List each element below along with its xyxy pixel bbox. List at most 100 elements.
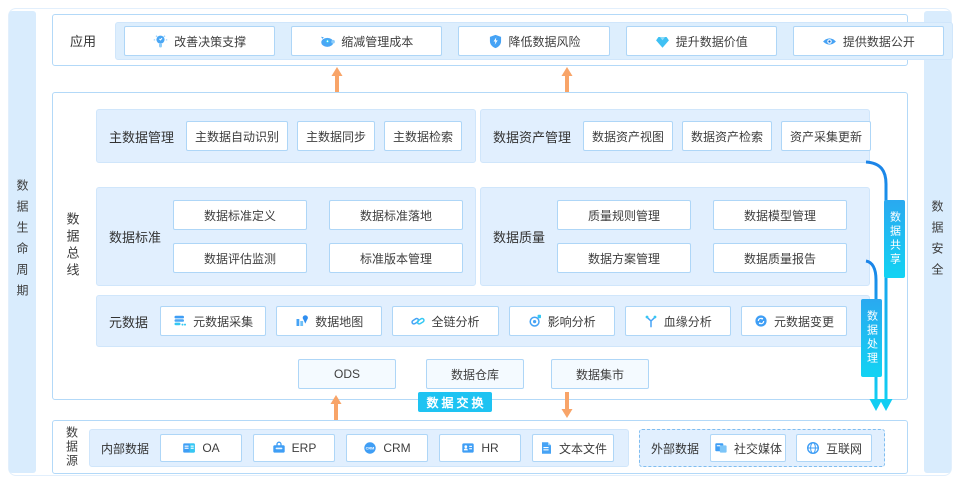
external-data-label: 外部数据 [651, 441, 700, 456]
source-item-label: CRM [383, 441, 411, 455]
metadata-item-change[interactable]: 元数据变更 [740, 306, 848, 336]
data-process-tag: 数据处理 [861, 299, 882, 377]
source-item-crm[interactable]: CRM CRM [346, 434, 429, 462]
data-quality-item[interactable]: 质量规则管理 [557, 200, 692, 230]
source-item-label: ERP [291, 441, 317, 455]
app-item-reduce-cost[interactable]: 缩减管理成本 [291, 26, 443, 56]
app-item-lower-risk[interactable]: 降低数据风险 [458, 26, 610, 56]
eye-icon [822, 37, 836, 45]
data-quality-group-label: 数据质量 [493, 230, 546, 245]
external-data-group: 外部数据 社交媒体 互联网 [639, 429, 885, 467]
master-data-item[interactable]: 主数据检索 [384, 121, 463, 151]
data-asset-item[interactable]: 数据资产视图 [583, 121, 674, 151]
data-share-tag-label: 数据共享 [888, 211, 901, 267]
data-quality-group: 数据质量 质量规则管理 数据模型管理 数据方案管理 数据质量报告 [480, 187, 870, 286]
source-item-erp[interactable]: ERP [253, 434, 336, 462]
impact-target-icon [529, 314, 541, 327]
master-data-group: 主数据管理 主数据自动识别 主数据同步 主数据检索 [96, 109, 476, 163]
database-icon [174, 315, 187, 326]
chain-link-icon [411, 317, 426, 325]
data-bus-section: 数据总线 主数据管理 主数据自动识别 主数据同步 主数据检索 数据资产管理 数据… [52, 92, 908, 400]
data-source-label: 数据源 [64, 426, 79, 468]
data-standard-item[interactable]: 数据评估监测 [173, 243, 308, 273]
data-source-label-wrap: 数据源 [59, 421, 85, 473]
app-item-raise-value[interactable]: 提升数据价值 [625, 26, 777, 56]
app-item-label: 缩减管理成本 [341, 34, 414, 49]
data-asset-item[interactable]: 数据资产检索 [682, 121, 773, 151]
data-quality-grid: 质量规则管理 数据模型管理 数据方案管理 数据质量报告 [557, 200, 848, 273]
text-file-icon [542, 442, 551, 454]
source-item-label: 社交媒体 [734, 441, 783, 456]
oa-doc-icon [183, 443, 196, 453]
data-quality-item[interactable]: 数据模型管理 [713, 200, 848, 230]
metadata-item-map[interactable]: 数据地图 [276, 306, 383, 336]
data-bus-label: 数据总线 [64, 212, 80, 280]
data-standard-group-label: 数据标准 [109, 230, 162, 245]
app-item-open-data[interactable]: 提供数据公开 [792, 26, 945, 56]
data-standard-group: 数据标准 数据标准定义 数据标准落地 数据评估监测 标准版本管理 [96, 187, 476, 286]
metadata-item-chain[interactable]: 全链分析 [392, 306, 499, 336]
shield-icon [489, 34, 501, 48]
social-media-icon [715, 443, 727, 453]
data-source-section: 数据源 内部数据 OA ERP [52, 420, 908, 474]
left-rail-data-lifecycle: 数据生命周期 [9, 11, 36, 473]
globe-icon [806, 441, 820, 455]
data-standard-item[interactable]: 数据标准定义 [173, 200, 308, 230]
source-item-text-file[interactable]: 文本文件 [532, 434, 615, 462]
storage-ods[interactable]: ODS [298, 359, 396, 389]
right-rail-label: 数据安全 [930, 200, 944, 284]
source-item-label: OA [202, 441, 220, 455]
metadata-item-lineage[interactable]: 血缘分析 [624, 306, 731, 336]
data-process-tag-label: 数据处理 [865, 310, 878, 366]
lineage-branch-icon [645, 315, 657, 328]
application-section-label: 应用 [69, 33, 96, 49]
source-item-label: 文本文件 [559, 441, 608, 456]
metadata-group-label: 元数据 [109, 314, 149, 330]
metadata-item-label: 元数据变更 [773, 314, 834, 329]
app-item-label: 降低数据风险 [508, 34, 581, 49]
master-data-item[interactable]: 主数据自动识别 [186, 121, 289, 151]
metadata-group: 元数据 元数据采集 数据地图 [96, 295, 870, 347]
metadata-item-label: 元数据采集 [193, 314, 254, 329]
change-refresh-icon [755, 315, 767, 327]
data-share-tag: 数据共享 [884, 200, 905, 278]
source-item-hr[interactable]: HR [439, 434, 522, 462]
source-item-social-media[interactable]: 社交媒体 [710, 434, 787, 462]
map-pin-icon [296, 315, 309, 326]
internal-data-label: 内部数据 [101, 441, 150, 456]
data-quality-item[interactable]: 数据质量报告 [713, 243, 848, 273]
metadata-item-label: 数据地图 [315, 314, 364, 329]
storage-mart[interactable]: 数据集市 [551, 359, 649, 389]
data-standard-item[interactable]: 标准版本管理 [329, 243, 464, 273]
metadata-item-label: 影响分析 [547, 314, 596, 329]
data-exchange-badge: 数据交换 [418, 392, 492, 412]
data-standard-grid: 数据标准定义 数据标准落地 数据评估监测 标准版本管理 [173, 200, 464, 273]
metadata-item-label: 血缘分析 [663, 314, 712, 329]
data-asset-item[interactable]: 资产采集更新 [781, 121, 872, 151]
app-item-improve-decision[interactable]: 改善决策支撑 [124, 26, 276, 56]
app-item-label: 改善决策支撑 [174, 34, 247, 49]
application-items-panel: 改善决策支撑 缩减管理成本 降低数据风险 [115, 22, 953, 60]
lightbulb-icon [153, 34, 168, 47]
app-item-label: 提供数据公开 [842, 34, 915, 49]
data-quality-item[interactable]: 数据方案管理 [557, 243, 692, 273]
app-item-label: 提升数据价值 [675, 34, 748, 49]
gem-icon [655, 36, 669, 48]
storage-warehouse[interactable]: 数据仓库 [426, 359, 524, 389]
crm-badge-icon: CRM [364, 442, 377, 454]
svg-text:CRM: CRM [366, 447, 375, 451]
metadata-item-impact[interactable]: 影响分析 [508, 306, 615, 336]
source-item-internet[interactable]: 互联网 [796, 434, 873, 462]
erp-briefcase-icon [272, 441, 285, 453]
metadata-item-collect[interactable]: 元数据采集 [160, 306, 267, 336]
source-item-oa[interactable]: OA [160, 434, 243, 462]
source-item-label: 互联网 [826, 441, 863, 456]
application-section: 应用 改善决策支撑 缩减管理成本 [52, 14, 953, 66]
left-rail-label: 数据生命周期 [15, 179, 29, 305]
data-asset-group: 数据资产管理 数据资产视图 数据资产检索 资产采集更新 [480, 109, 872, 163]
source-item-label: HR [481, 441, 499, 455]
master-data-item[interactable]: 主数据同步 [297, 121, 376, 151]
data-standard-item[interactable]: 数据标准落地 [329, 200, 464, 230]
data-asset-group-label: 数据资产管理 [493, 129, 572, 145]
